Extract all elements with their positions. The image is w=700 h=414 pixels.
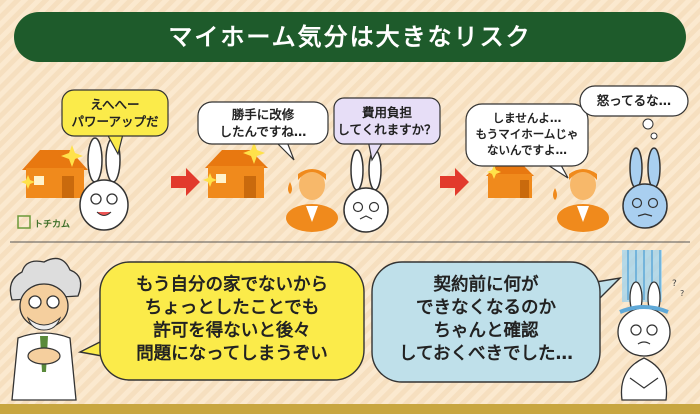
page-title: マイホーム気分は大きなリスク (14, 12, 686, 62)
house-icon (486, 165, 534, 198)
rabbit-icon (79, 137, 129, 231)
professor-character (9, 257, 82, 401)
thought-bubble (579, 85, 689, 140)
bubble-text-5: 怒ってるな… (580, 92, 688, 109)
speech-line: 問題になってしまうぞい (136, 344, 328, 364)
bubble-line: 費用負担 (361, 105, 412, 120)
bubble-line: してくれますか？ (337, 122, 437, 137)
landlord-person-icon (553, 169, 609, 232)
bubble-line: 勝手に改修 (231, 107, 295, 122)
bubble-text-3: 費用負担 してくれますか？ (334, 104, 440, 138)
bubble-line: もうマイホームじゃ (475, 127, 579, 141)
bubble-line: えへへー (90, 97, 140, 112)
arrow-icon (440, 168, 469, 196)
bubble-text-2: 勝手に改修 したんですね… (198, 106, 328, 140)
bubble-line: しませんよ… (492, 111, 562, 125)
speech-line: ちょっとしたことでも (144, 298, 320, 318)
speech-line: しておくべきでした… (399, 344, 573, 364)
speech-line: もう自分の家でないから (136, 275, 328, 295)
rabbit-speech: 契約前に何が できなくなるのか ちゃんと確認 しておくべきでした… (372, 274, 600, 366)
house-icon (21, 145, 88, 198)
bubble-line: したんですね… (219, 124, 307, 139)
rabbit-icon (622, 147, 668, 229)
speech-bubble (371, 261, 623, 383)
logo-mark (17, 215, 31, 229)
speech-bubble (465, 103, 589, 179)
speech-bubble (61, 89, 169, 156)
professor-speech: もう自分の家でないから ちょっとしたことでも 許可を得ないと後々 問題になってし… (100, 274, 364, 366)
bubble-line: ないんですよ… (487, 143, 567, 157)
speech-line: ちゃんと確認 (433, 321, 539, 341)
landlord-person-icon (286, 169, 338, 232)
svg-text:?: ? (680, 289, 684, 298)
rabbit-icon: ? ? (617, 250, 684, 401)
bubble-line: パワーアップだ (71, 114, 159, 129)
bubble-line: 怒ってるな… (596, 93, 672, 108)
svg-text:?: ? (672, 279, 677, 289)
speech-bubble (77, 261, 365, 381)
speech-line: できなくなるのか (416, 298, 556, 318)
speech-bubble (197, 101, 329, 161)
bubble-text-4: しませんよ… もうマイホームじゃ ないんですよ… (466, 110, 588, 158)
house-icon (203, 142, 268, 198)
bubble-text-1: えへへー パワーアップだ (62, 96, 168, 130)
speech-line: 許可を得ないと後々 (153, 321, 311, 341)
speech-bubble (333, 97, 441, 162)
logo-text: トチカム (34, 220, 71, 230)
arrow-icon (171, 168, 200, 196)
speech-line: 契約前に何が (433, 275, 539, 295)
